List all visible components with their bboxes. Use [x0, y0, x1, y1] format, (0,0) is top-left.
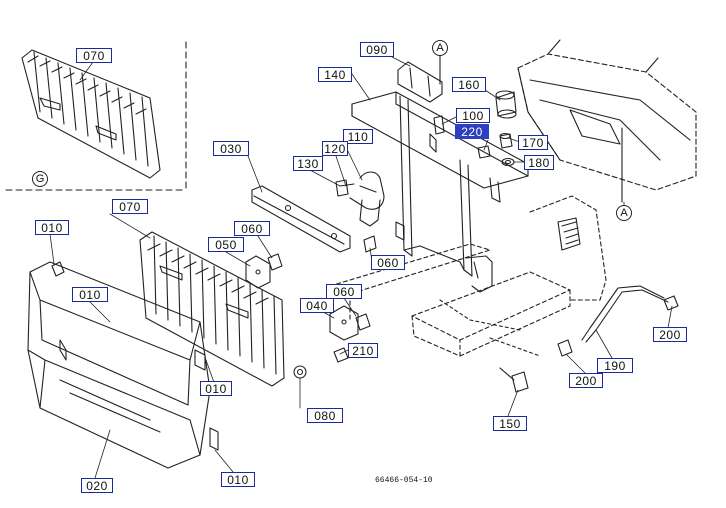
bolt-150-part: [499, 367, 529, 393]
callout-090[interactable]: 090: [360, 42, 394, 57]
bolt-200-upper-part: [663, 295, 679, 311]
document-number: 66466-054-10: [375, 476, 433, 485]
callout-080[interactable]: 080: [307, 408, 343, 423]
bolt-060-b-part: [363, 235, 377, 253]
rod-190-part: [581, 285, 669, 343]
bolt-220-part: [477, 145, 491, 159]
callout-060-c[interactable]: 060: [326, 284, 362, 299]
bolt-060-a-part: [267, 253, 283, 271]
callout-030[interactable]: 030: [213, 141, 249, 156]
hose-support-part: [349, 171, 385, 227]
callout-010-a[interactable]: 010: [35, 220, 69, 235]
callout-220-highlighted[interactable]: 220: [455, 124, 489, 139]
callout-160[interactable]: 160: [452, 77, 486, 92]
callout-010-c[interactable]: 010: [200, 381, 232, 396]
callout-020[interactable]: 020: [81, 478, 113, 493]
callout-050[interactable]: 050: [208, 237, 244, 252]
bracket-050-part: [245, 255, 271, 289]
callout-170[interactable]: 170: [518, 135, 548, 150]
callout-200-lower[interactable]: 200: [569, 373, 603, 388]
callout-130[interactable]: 130: [293, 156, 323, 171]
inset-frame: [5, 41, 187, 191]
callout-070-main[interactable]: 070: [112, 199, 148, 214]
bolt-060-c-part: [355, 313, 371, 331]
upper-frame-part: [351, 91, 529, 293]
bracket-030-part: [251, 185, 351, 253]
callout-210[interactable]: 210: [348, 343, 378, 358]
callout-120[interactable]: 120: [322, 141, 348, 156]
front-bumper-part: [27, 261, 219, 469]
callout-200-upper[interactable]: 200: [653, 327, 687, 342]
frame-rail-part: [329, 243, 571, 357]
callout-190[interactable]: 190: [597, 358, 633, 373]
inset-grille-part: [21, 49, 161, 179]
callout-040[interactable]: 040: [300, 298, 334, 313]
callout-150[interactable]: 150: [493, 416, 527, 431]
rubber-mount-part: [495, 90, 517, 119]
callout-110[interactable]: 110: [343, 129, 373, 144]
nut-080-part: [293, 365, 307, 379]
bolt-100-part: [433, 115, 445, 135]
reference-marker-a-right: A: [616, 205, 632, 221]
callout-010-b[interactable]: 010: [72, 287, 108, 302]
reference-marker-g: G: [32, 171, 48, 187]
reference-marker-a-top: A: [432, 40, 448, 56]
bolt-200-lower-part: [557, 339, 573, 357]
main-grille-part: [139, 231, 285, 387]
hood-part: [517, 39, 697, 203]
callout-060-a[interactable]: 060: [234, 221, 270, 236]
callout-140[interactable]: 140: [318, 67, 352, 82]
callout-060-b[interactable]: 060: [371, 255, 405, 270]
bolt-130-part: [335, 179, 355, 197]
nut-170-part: [499, 132, 513, 149]
callout-070-inset[interactable]: 070: [76, 48, 112, 63]
top-plate-part: [397, 49, 443, 103]
bracket-040-part: [329, 305, 359, 341]
side-cover-part: [529, 195, 607, 301]
nut-210-part: [333, 347, 349, 363]
callout-100[interactable]: 100: [456, 108, 490, 123]
callout-010-d[interactable]: 010: [221, 472, 255, 487]
washer-180-part: [501, 157, 515, 167]
callout-180[interactable]: 180: [524, 155, 554, 170]
